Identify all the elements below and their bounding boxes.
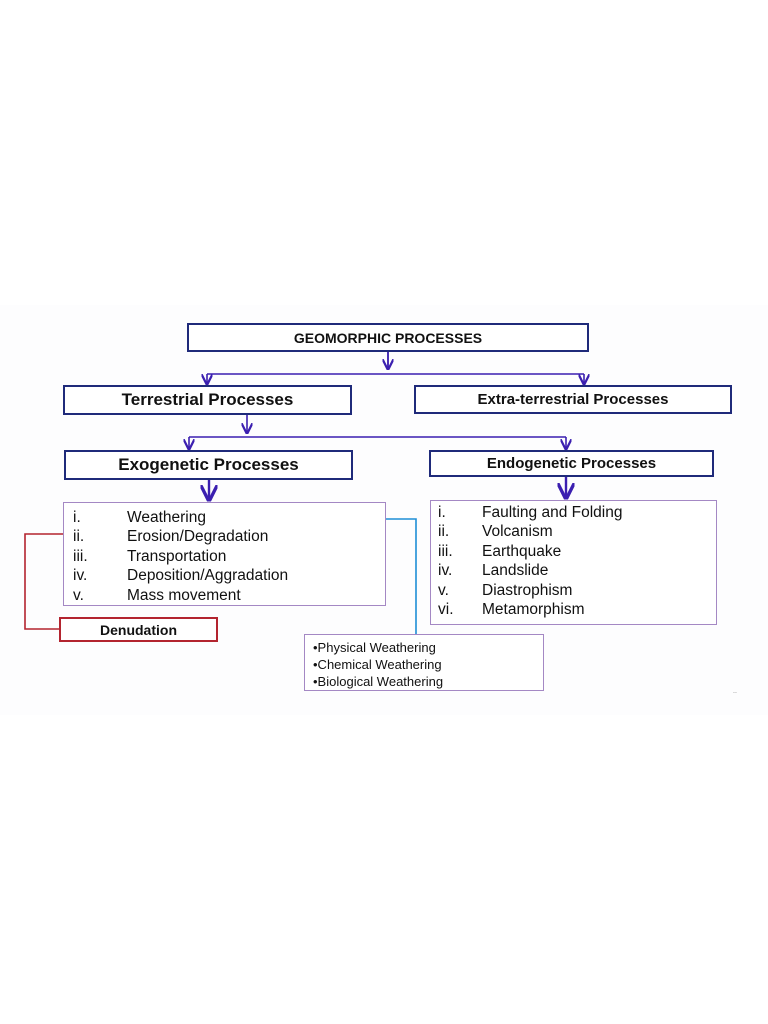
endogenetic-list: i. Faulting and Folding ii. Volcanism ii… (430, 500, 717, 625)
item-number: v. (73, 586, 84, 604)
item-text: Earthquake (482, 542, 562, 560)
item-number: i. (438, 503, 446, 521)
exogenetic-item: i. Weathering (64, 508, 385, 528)
exogenetic-processes-label: Exogenetic Processes (118, 455, 299, 474)
item-text: Transportation (127, 547, 227, 565)
terrestrial-processes-label: Terrestrial Processes (121, 390, 294, 409)
extra-terrestrial-processes-label: Extra-terrestrial Processes (477, 391, 669, 408)
item-number: v. (438, 581, 449, 599)
item-number: ii. (438, 523, 450, 541)
item-text: Erosion/Degradation (127, 528, 269, 546)
endogenetic-processes-box: Endogenetic Processes (429, 450, 714, 477)
item-text: Volcanism (482, 523, 553, 541)
endogenetic-item: v. Diastrophism (431, 581, 716, 601)
item-number: iii. (438, 542, 453, 560)
item-text: Diastrophism (482, 581, 573, 599)
weathering-types-box: •Physical Weathering •Chemical Weatherin… (304, 634, 544, 691)
terrestrial-processes-box: Terrestrial Processes (63, 385, 352, 415)
endogenetic-item: i. Faulting and Folding (431, 503, 716, 523)
denudation-label: Denudation (100, 621, 177, 638)
item-number: vi. (438, 601, 454, 619)
endogenetic-item: vi. Metamorphism (431, 601, 716, 621)
exogenetic-item: iv. Deposition/Aggradation (64, 567, 385, 587)
item-text: Deposition/Aggradation (127, 567, 289, 585)
geomorphic-processes-box: GEOMORPHIC PROCESSES (187, 323, 589, 352)
item-number: iii. (73, 547, 88, 565)
root-connector (207, 352, 584, 375)
weathering-type-item: •Physical Weathering (313, 640, 436, 655)
exogenetic-item: iii. Transportation (64, 547, 385, 567)
item-number: ii. (73, 528, 85, 546)
endogenetic-item: iii. Earthquake (431, 542, 716, 562)
endogenetic-item: iv. Landslide (431, 562, 716, 582)
item-text: Mass movement (127, 586, 241, 604)
exogenetic-list: i. Weathering ii. Erosion/Degradation ii… (63, 502, 386, 606)
exogenetic-processes-box: Exogenetic Processes (64, 450, 353, 480)
slide-corner-mark: .. (733, 688, 737, 695)
item-text: Landslide (482, 562, 549, 580)
exogenetic-item: v. Mass movement (64, 586, 385, 606)
item-number: iv. (438, 562, 453, 580)
endogenetic-item: ii. Volcanism (431, 523, 716, 543)
endogenetic-processes-label: Endogenetic Processes (486, 455, 657, 472)
item-number: iv. (73, 567, 88, 585)
weathering-type-item: •Chemical Weathering (313, 657, 442, 672)
item-text: Weathering (127, 508, 206, 526)
extra-terrestrial-processes-box: Extra-terrestrial Processes (414, 385, 732, 414)
item-text: Faulting and Folding (482, 503, 623, 521)
denudation-box: Denudation (59, 617, 218, 642)
item-text: Metamorphism (482, 601, 585, 619)
weathering-type-item: •Biological Weathering (313, 674, 444, 689)
exogenetic-item: ii. Erosion/Degradation (64, 528, 385, 548)
item-number: i. (73, 508, 81, 526)
geomorphic-processes-label: GEOMORPHIC PROCESSES (293, 329, 483, 346)
